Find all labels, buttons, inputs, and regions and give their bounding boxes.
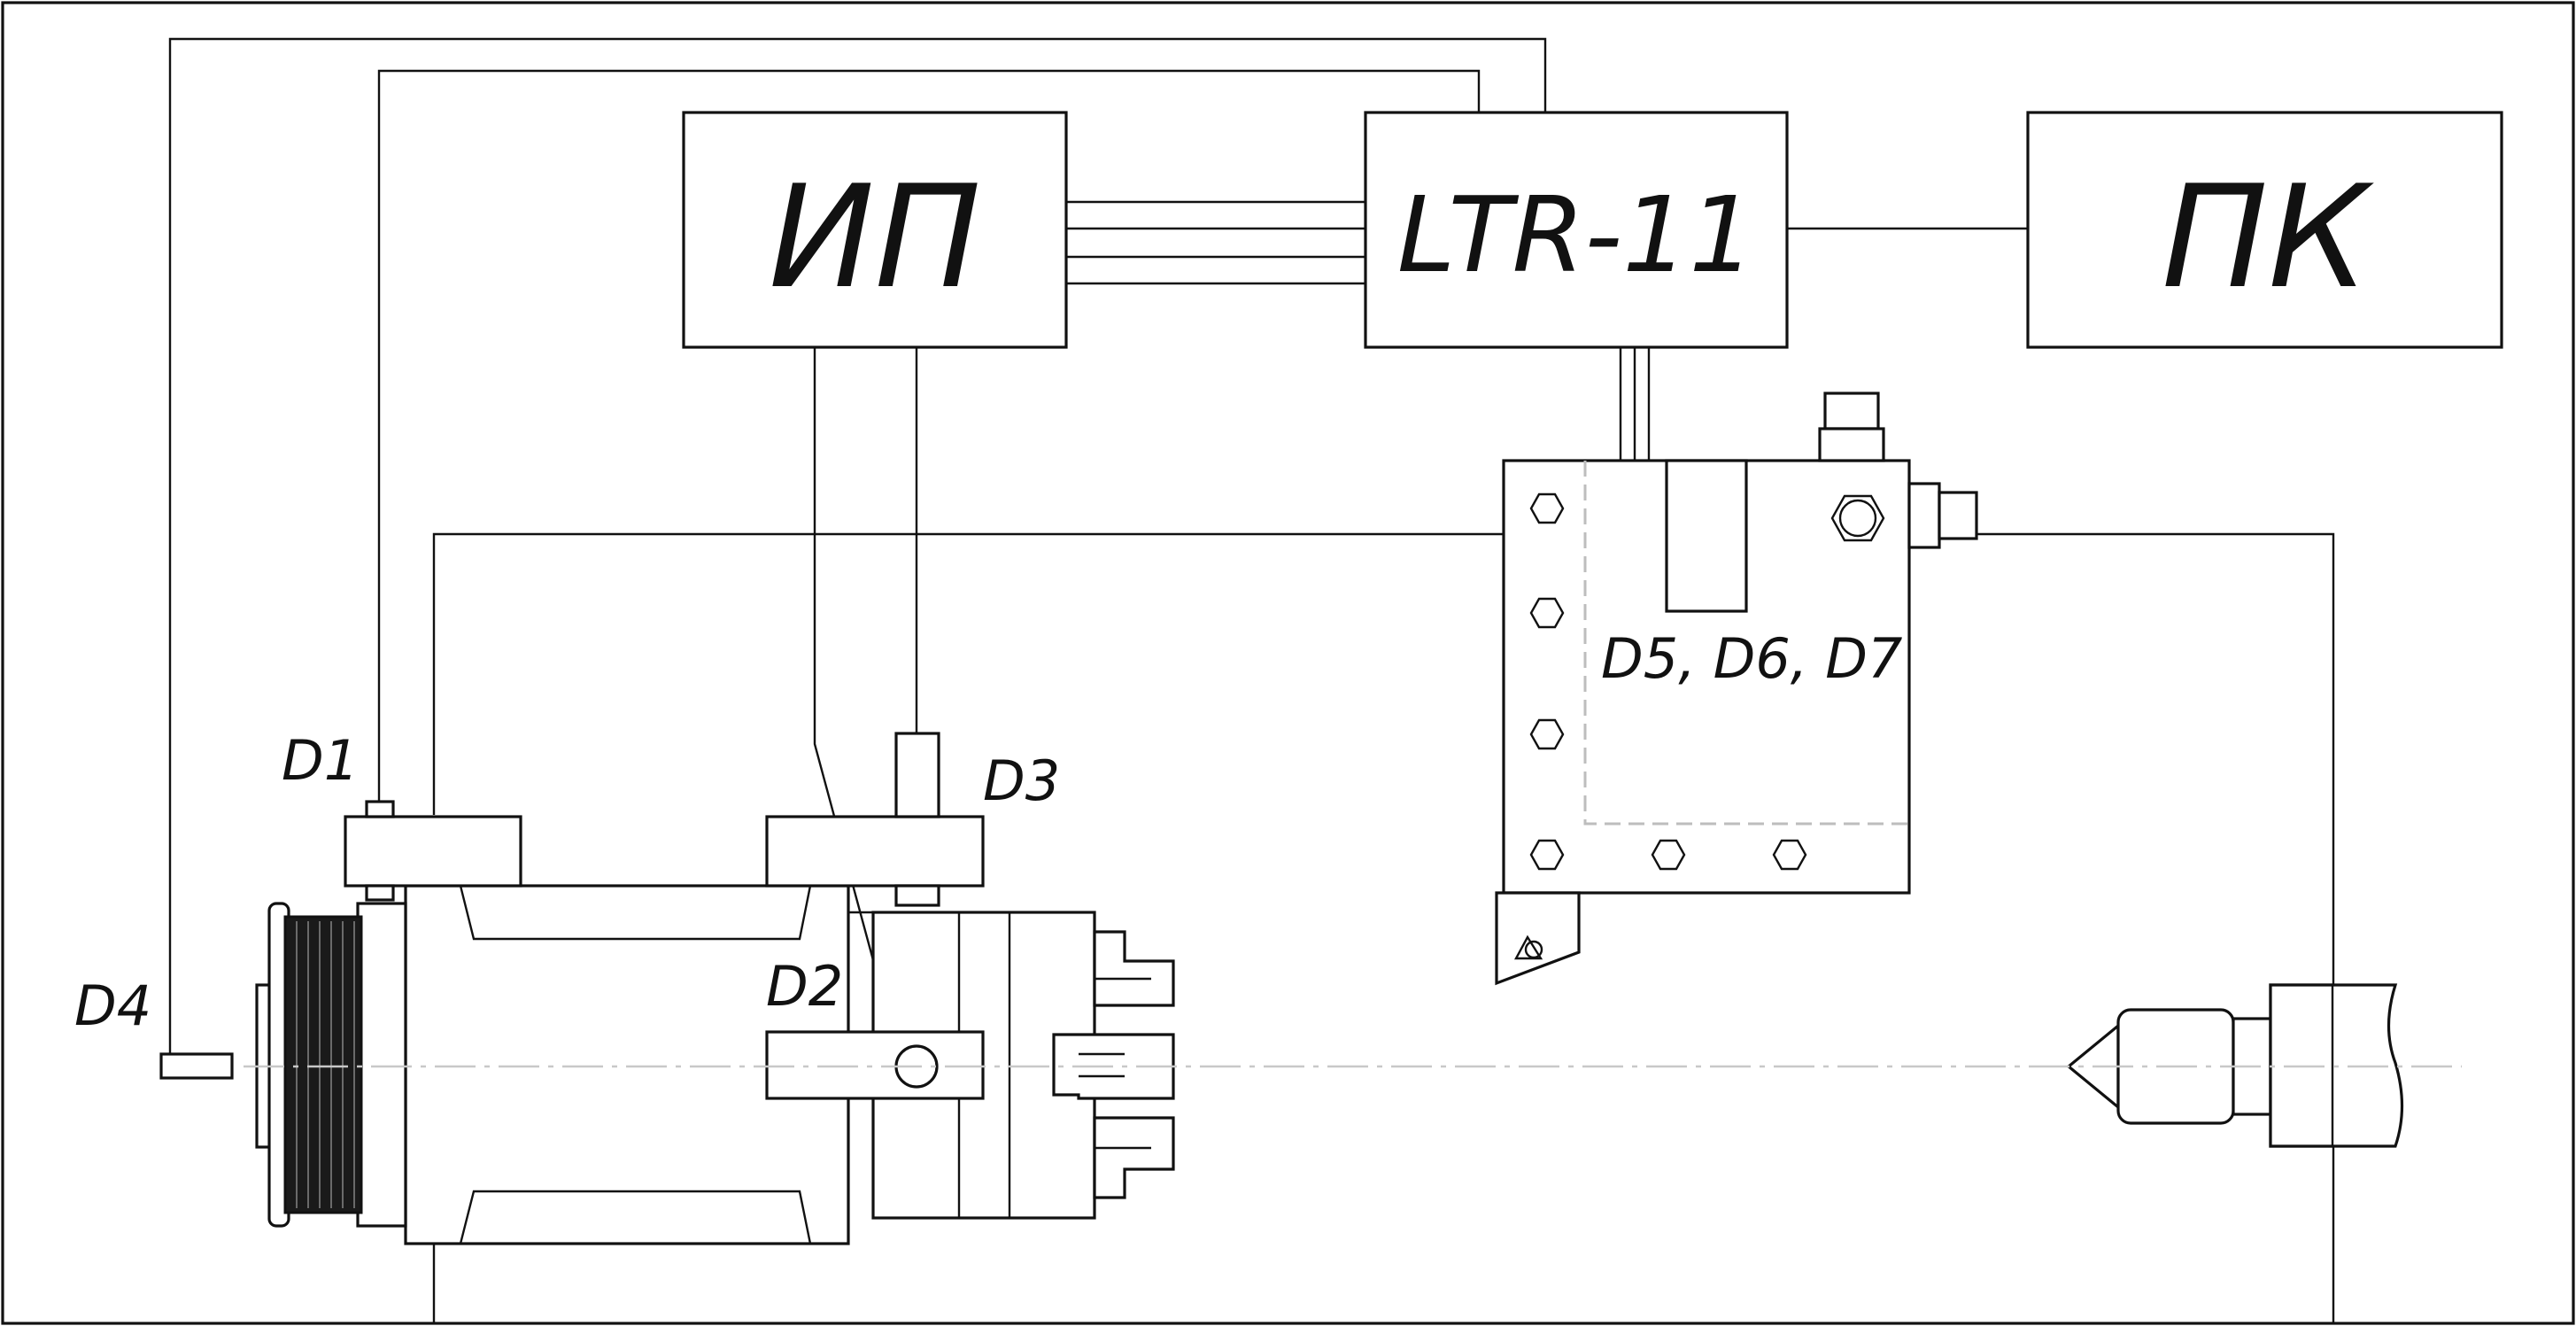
computer-block: ПК [2026,111,2503,349]
label-d2: D2 [766,954,843,1019]
wire-d4 [168,37,1547,1054]
computer-label: ПК [2162,154,2374,320]
d4-sensor [159,1052,234,1080]
tool-holder [1495,392,1978,986]
wire-d2 [813,347,898,1046]
wire-d1 [377,69,1481,802]
label-d3: D3 [983,748,1060,813]
label-d5-d6-d7: D5, D6, D7 [1601,626,1902,691]
label-d4: D4 [74,973,151,1038]
power-supply-block: ИП [682,111,1068,349]
wire-d5-d7-c [1647,347,1667,467]
frame-loop-line [432,532,1504,815]
frame-loop-line-right [1976,532,2335,1323]
compressor-body [255,732,1175,1245]
power-supply-label: ИП [769,154,981,320]
adc-module-label: LTR-11 [1397,174,1756,296]
label-d1: D1 [282,728,359,793]
adc-module-block: LTR-11 [1364,111,1789,349]
